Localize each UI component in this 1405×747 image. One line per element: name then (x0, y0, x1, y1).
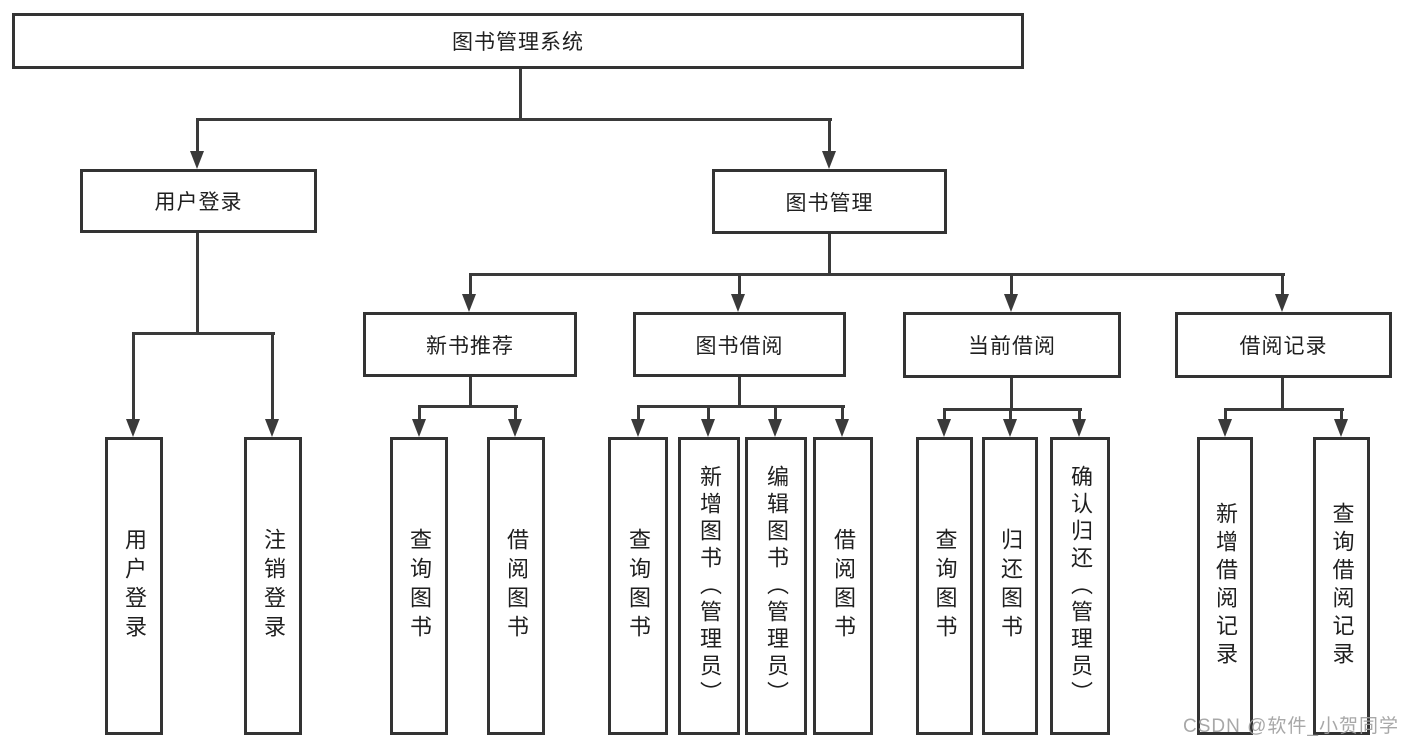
edge-userlogin-branch (133, 332, 275, 335)
arrowhead-borrow-record-icon (1275, 294, 1289, 312)
node-current-borrow: 当前借阅 (903, 312, 1121, 378)
node-borrow-record: 借阅记录 (1175, 312, 1392, 378)
edge-bookborrow-stem-2 (707, 405, 710, 419)
arrowhead-book-mgmt-icon (822, 151, 836, 169)
leaf-borrow-borrow-books: 借阅图书 (813, 437, 873, 735)
arrowhead-bb-edit-icon (768, 419, 782, 437)
edge-root-stem-left (196, 118, 199, 154)
node-book-management: 图书管理 (712, 169, 947, 234)
arrowhead-nb-query-icon (412, 419, 426, 437)
edge-borrowrecord-stem-2 (1340, 408, 1343, 419)
arrowhead-nb-borrow-icon (508, 419, 522, 437)
edge-bookborrow-branch (638, 405, 845, 408)
edge-newbook-branch (419, 405, 518, 408)
arrowhead-br-add-icon (1218, 419, 1232, 437)
edge-currentborrow-trunk (1010, 378, 1013, 408)
node-user-login: 用户登录 (80, 169, 317, 233)
arrowhead-cb-query-icon (937, 419, 951, 437)
node-library-management-system: 图书管理系统 (12, 13, 1024, 69)
arrowhead-leaf-logout-icon (265, 419, 279, 437)
edge-currentborrow-stem-2 (1009, 408, 1012, 419)
edge-newbook-stem-2 (514, 405, 517, 419)
edge-bookborrow-stem-4 (841, 405, 844, 419)
leaf-logout: 注销登录 (244, 437, 302, 735)
edge-bookmgmt-stem-4 (1281, 273, 1284, 297)
arrowhead-br-query-icon (1334, 419, 1348, 437)
edge-root-stem-right (828, 118, 831, 154)
edge-bookmgmt-stem-3 (1010, 273, 1013, 297)
edge-borrowrecord-trunk (1281, 378, 1284, 408)
edge-currentborrow-stem-1 (943, 408, 946, 419)
leaf-current-return-books: 归还图书 (982, 437, 1038, 735)
edge-root-trunk (519, 69, 522, 118)
arrowhead-bb-query-icon (631, 419, 645, 437)
arrowhead-leaf-user-login-icon (126, 419, 140, 437)
leaf-current-confirm-return-admin: 确认归还（管理员） (1050, 437, 1110, 735)
node-book-borrow: 图书借阅 (633, 312, 846, 377)
leaf-borrow-add-books-admin: 新增图书（管理员） (678, 437, 740, 735)
arrowhead-user-login-icon (190, 151, 204, 169)
edge-userlogin-trunk (196, 233, 199, 332)
edge-borrowrecord-stem-1 (1224, 408, 1227, 419)
leaf-borrow-query-books: 查询图书 (608, 437, 668, 735)
edge-bookmgmt-branch (469, 273, 1285, 276)
edge-bookmgmt-stem-1 (469, 273, 472, 297)
arrowhead-bb-add-icon (701, 419, 715, 437)
edge-currentborrow-stem-3 (1078, 408, 1081, 419)
edge-newbook-stem-1 (418, 405, 421, 419)
arrowhead-new-book-rec-icon (462, 294, 476, 312)
leaf-user-login: 用户登录 (105, 437, 163, 735)
arrowhead-bb-borrow-icon (835, 419, 849, 437)
leaf-newbook-borrow-books: 借阅图书 (487, 437, 545, 735)
edge-bookborrow-stem-3 (774, 405, 777, 419)
edge-userlogin-stem-2 (271, 332, 274, 419)
leaf-record-query-borrow-record: 查询借阅记录 (1313, 437, 1370, 735)
edge-bookmgmt-stem-2 (738, 273, 741, 297)
edge-currentborrow-branch (944, 408, 1082, 411)
edge-bookmgmt-trunk (828, 234, 831, 273)
node-new-book-recommend: 新书推荐 (363, 312, 577, 377)
arrowhead-book-borrow-icon (731, 294, 745, 312)
edge-root-branch (197, 118, 832, 121)
edge-userlogin-stem-1 (132, 332, 135, 419)
arrowhead-cb-confirm-icon (1072, 419, 1086, 437)
leaf-newbook-query-books: 查询图书 (390, 437, 448, 735)
leaf-borrow-edit-books-admin: 编辑图书（管理员） (745, 437, 807, 735)
arrowhead-cb-return-icon (1003, 419, 1017, 437)
leaf-record-add-borrow-record: 新增借阅记录 (1197, 437, 1253, 735)
edge-bookborrow-trunk (738, 377, 741, 405)
edge-borrowrecord-branch (1225, 408, 1344, 411)
edge-newbook-trunk (469, 377, 472, 405)
arrowhead-current-borrow-icon (1004, 294, 1018, 312)
csdn-watermark: CSDN @软件_小贺同学 (1183, 716, 1399, 737)
edge-bookborrow-stem-1 (637, 405, 640, 419)
leaf-current-query-books: 查询图书 (916, 437, 973, 735)
